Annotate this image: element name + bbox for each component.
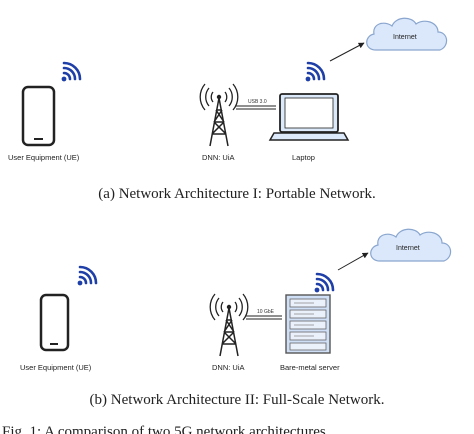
link-label: USB 3.0	[248, 99, 267, 105]
wifi-icon	[313, 272, 335, 294]
laptop-label: Laptop	[292, 153, 315, 162]
link-label: 10 GbE	[257, 309, 275, 315]
caption-a: (a) Network Architecture I: Portable Net…	[98, 186, 375, 202]
ue-label: User Equipment (UE)	[8, 153, 80, 162]
wifi-icon	[60, 61, 82, 83]
wifi-icon	[304, 61, 326, 83]
uplink-arrow	[329, 42, 365, 62]
dnn-label: DNN: UiA	[202, 153, 235, 162]
antenna-tower-icon	[199, 83, 239, 147]
figure-caption: Fig. 1: A comparison of two 5G network a…	[2, 424, 326, 434]
wifi-icon	[76, 265, 98, 287]
caption-b: (b) Network Architecture II: Full-Scale …	[90, 392, 385, 408]
ue-label: User Equipment (UE)	[20, 363, 92, 372]
internet-label: Internet	[393, 34, 417, 41]
uplink-arrow	[337, 252, 369, 271]
laptop-icon	[268, 93, 350, 141]
panel-b: User Equipment (UE) DNN: UiA 10 GbE Bare…	[20, 228, 452, 408]
server-rack-icon	[285, 294, 331, 354]
internet-label: Internet	[396, 245, 420, 252]
dnn-label: DNN: UiA	[212, 363, 245, 372]
phone-icon	[39, 293, 70, 352]
server-label: Bare-metal server	[280, 363, 340, 372]
panel-a: User Equipment (UE) DNN: UiA USB 3.0 Lap…	[8, 17, 448, 202]
cable-link	[236, 105, 276, 110]
cable-link	[246, 315, 282, 320]
phone-icon	[21, 85, 56, 147]
antenna-tower-icon	[209, 293, 249, 357]
